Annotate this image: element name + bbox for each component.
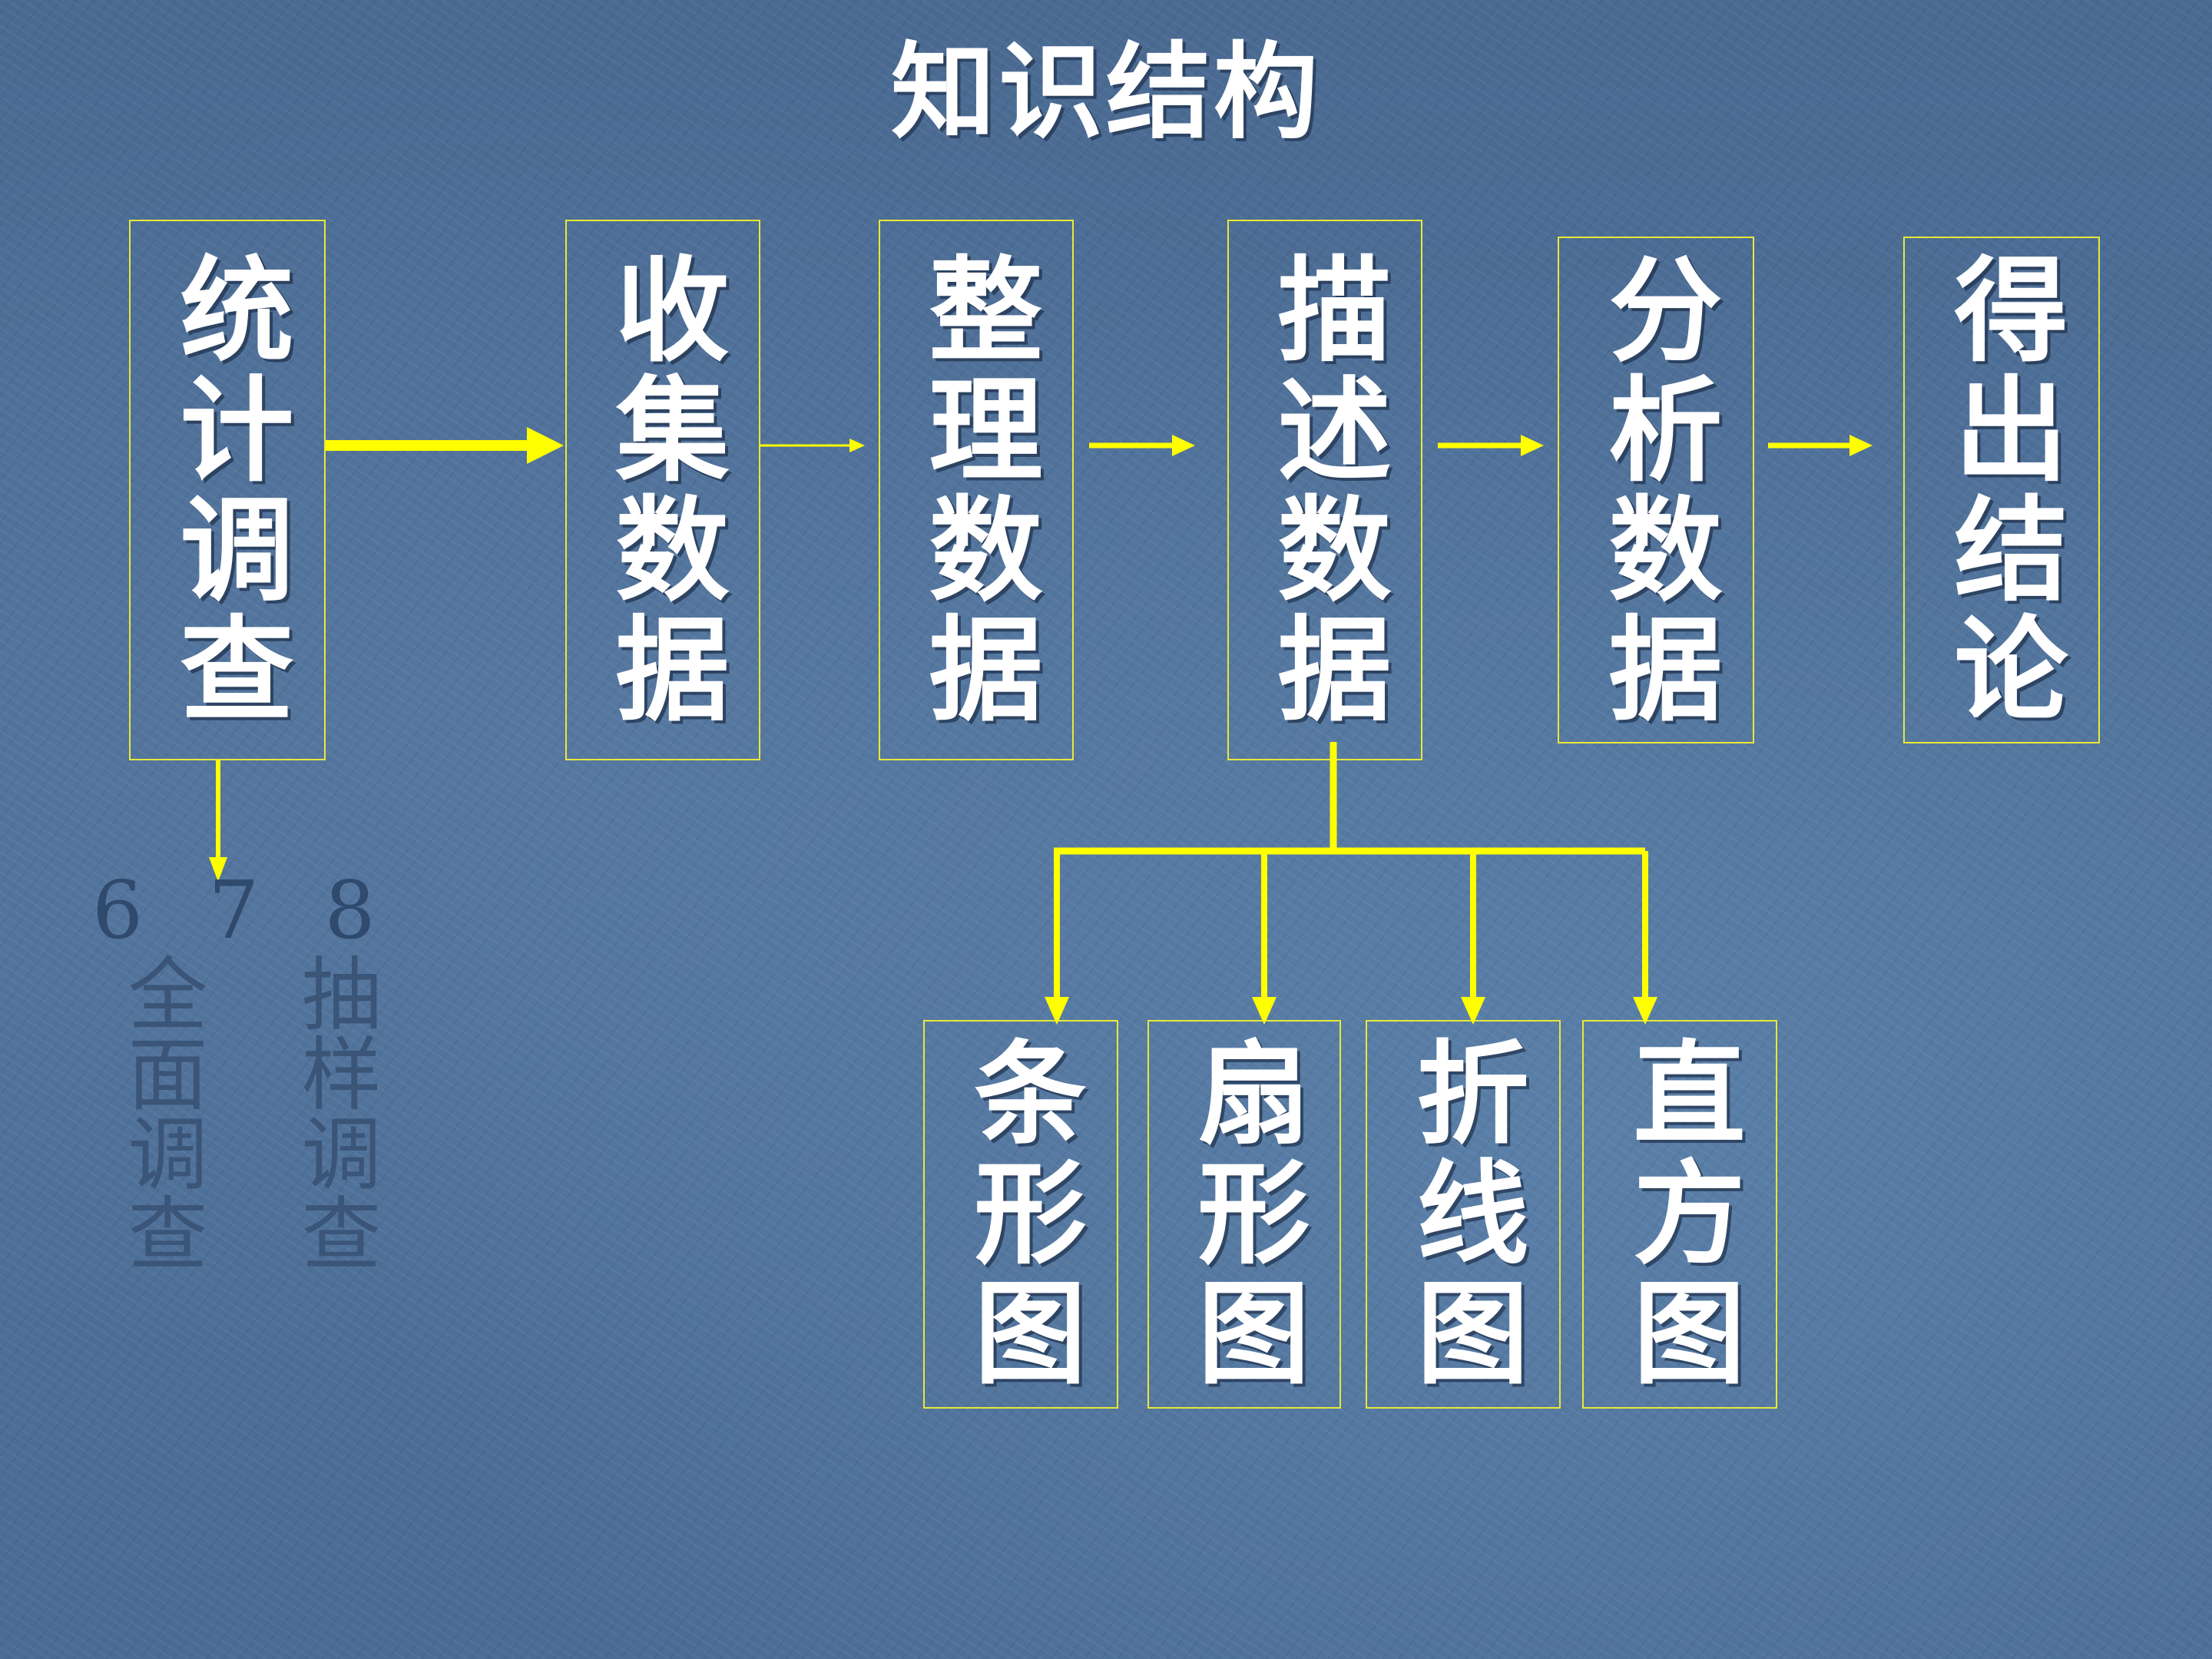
arrowhead-line	[1461, 997, 1485, 1025]
step-box-survey: 统计调查	[129, 220, 326, 760]
step-box-analyze: 分析数据	[1558, 237, 1754, 743]
step-label-collect: 收集数据	[596, 250, 730, 730]
step-box-describe: 描述数据	[1227, 220, 1422, 760]
step-label-survey: 统计调查	[161, 250, 294, 730]
arrowhead-histogram	[1633, 997, 1657, 1025]
chart-label-pie: 扇形图	[1179, 1035, 1310, 1394]
arrowhead-survey-down	[209, 857, 227, 882]
step-box-collect: 收集数据	[565, 220, 760, 760]
chart-box-histogram: 直方图	[1582, 1020, 1777, 1409]
chart-box-line: 折线图	[1366, 1020, 1561, 1409]
chart-label-line: 折线图	[1398, 1035, 1529, 1394]
arrowhead-collect-organize	[849, 439, 865, 452]
step-box-organize: 整理数据	[879, 220, 1074, 760]
arrowhead-survey-collect	[527, 427, 564, 464]
arrowhead-bar	[1045, 997, 1069, 1025]
step-box-conclude: 得出结论	[1903, 237, 2100, 743]
chart-box-bar: 条形图	[923, 1020, 1118, 1409]
survey-note-full: 全面调查	[114, 952, 207, 1272]
survey-note-sample: 抽样调查	[287, 952, 381, 1272]
arrowhead-describe-analyze	[1521, 435, 1544, 456]
arrowhead-organize-describe	[1172, 435, 1195, 456]
chart-box-pie: 扇形图	[1147, 1020, 1341, 1409]
chart-label-histogram: 直方图	[1614, 1035, 1746, 1394]
arrowhead-analyze-conclude	[1849, 435, 1873, 456]
step-label-describe: 描述数据	[1258, 250, 1392, 730]
chart-label-bar: 条形图	[955, 1035, 1087, 1394]
step-label-analyze: 分析数据	[1589, 250, 1723, 730]
arrowhead-pie	[1252, 997, 1277, 1025]
page-title: 知识结构	[891, 31, 1321, 154]
step-label-organize: 整理数据	[909, 250, 1043, 730]
survey-note-numbers: 6 7 8	[92, 863, 396, 957]
step-label-conclude: 得出结论	[1935, 250, 2068, 730]
